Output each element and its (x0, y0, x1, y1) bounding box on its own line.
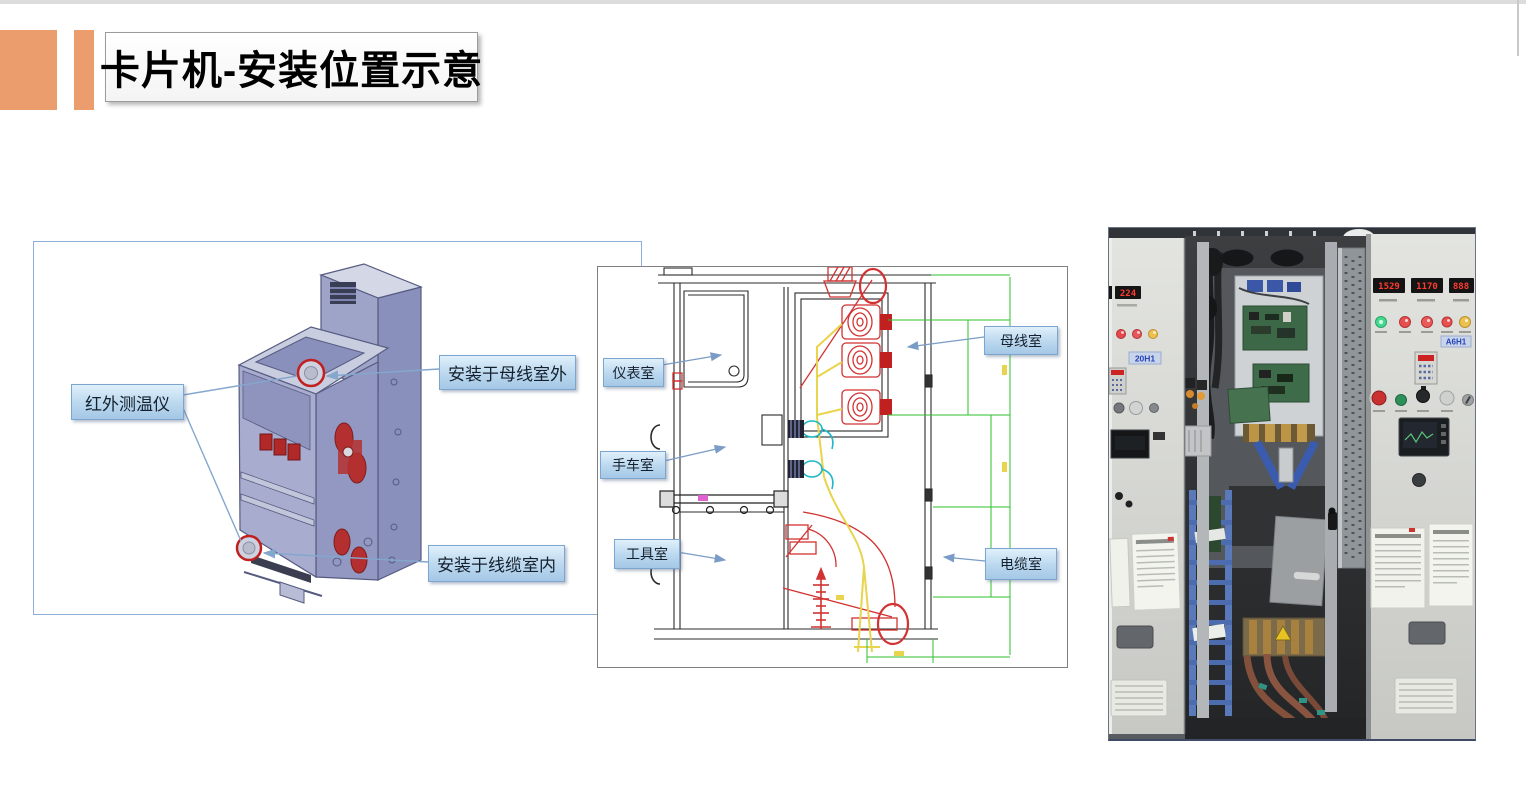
label-install-cable-inside: 安装于线缆室内 (428, 545, 565, 582)
site-photo: 224 20H1 (1108, 227, 1476, 741)
right-name-plate (1408, 621, 1446, 645)
cabinet-3d-drawing (182, 263, 440, 604)
cad-ct-group (841, 304, 892, 425)
left-small-knob (1115, 492, 1123, 500)
screen-edge-artifact (1517, 0, 1519, 56)
perforated-door (1337, 247, 1366, 569)
label-instrument-room-text: 仪表室 (612, 364, 655, 381)
right-control-buttons (1369, 386, 1474, 412)
page-title: 卡片机-安装位置示意 (100, 32, 482, 102)
right-vent (1394, 677, 1458, 715)
label-tool-room-text: 工具室 (626, 546, 668, 562)
left-led-display (1115, 286, 1141, 299)
cad-leader-lines (661, 336, 986, 563)
cad-handcart (659, 490, 789, 515)
left-panel-tag-text: 20H1 (1135, 354, 1156, 364)
label-instrument-room: 仪表室 (603, 358, 664, 387)
right-indicator-lights (1375, 316, 1471, 333)
label-install-busbar-text: 安装于母线室外 (448, 365, 567, 384)
slide-top-strip (0, 0, 1526, 4)
open-cabinet-interior (1184, 236, 1366, 739)
accent-square (0, 30, 57, 110)
cad-red-components (672, 267, 910, 646)
cad-diagram-panel: 仪表室 手车室 工具室 母线室 电缆室 (597, 266, 1068, 668)
pcb-boards (1227, 305, 1310, 424)
cad-insulator (811, 566, 831, 629)
right-led-value-3: 888 (1453, 282, 1469, 292)
right-panel-tag: A6H1 (1440, 335, 1472, 348)
left-3d-diagram-panel: 红外测温仪 安装于母线室外 安装于线缆室内 (33, 241, 642, 615)
cad-circle-bottom (876, 602, 910, 646)
page-title-text: 卡片机-安装位置示意 (99, 49, 484, 93)
left-indicator-lights (1116, 329, 1158, 339)
side-red-cutout-upper (334, 422, 367, 484)
right-cabinet-panel: 1529 1170 888 A6H1 (1366, 234, 1475, 739)
accent-bar (74, 30, 94, 110)
right-led-value-2: 1170 (1416, 282, 1438, 292)
frame-column-right (1325, 242, 1337, 712)
cabinet-side-face (315, 361, 379, 581)
cad-coil-boxes (788, 420, 804, 478)
warning-triangle (1274, 624, 1292, 641)
terminal-block (1242, 617, 1326, 657)
gray-enclosure (1269, 515, 1329, 607)
right-recorder-screen (1398, 417, 1450, 457)
left-panel-tag: 20H1 (1128, 351, 1162, 365)
cad-cyan-components (788, 420, 834, 490)
label-handcart-room: 手车室 (600, 451, 666, 479)
leader-lines (182, 368, 440, 563)
label-cable-room-text: 电缆室 (1000, 556, 1042, 572)
left-cabinet-panel: 224 20H1 (1109, 238, 1186, 734)
label-busbar-room-text: 母线室 (1000, 332, 1042, 349)
label-cable-room: 电缆室 (985, 548, 1057, 580)
copper-busbar (1243, 424, 1315, 442)
hinge-glands (1184, 378, 1212, 457)
cad-circle-top (858, 267, 888, 305)
label-install-busbar-outside: 安装于母线室外 (439, 355, 576, 390)
right-paper-sheets (1370, 523, 1474, 609)
label-infrared-sensor-text: 红外测温仪 (85, 394, 170, 414)
site-photo-render: 224 20H1 (1109, 228, 1475, 739)
left-vent (1110, 679, 1168, 717)
label-infrared-sensor: 红外测温仪 (71, 384, 184, 420)
frame-column-left (1197, 242, 1209, 720)
right-led-value-1: 1529 (1378, 282, 1400, 292)
left-control-knobs (1113, 401, 1159, 415)
label-tool-room: 工具室 (614, 539, 680, 569)
sensor-marker-bottom (235, 534, 263, 562)
label-handcart-room-text: 手车室 (612, 457, 654, 473)
label-busbar-room: 母线室 (984, 326, 1058, 355)
left-screen (1110, 429, 1165, 459)
sensor-marker-top (296, 358, 326, 388)
cabinet-front-face (238, 364, 323, 604)
right-keypad (1414, 351, 1438, 385)
left-name-plate (1116, 625, 1154, 649)
right-panel-tag-text: A6H1 (1446, 338, 1467, 347)
right-knob (1412, 473, 1426, 487)
cad-yellow-cables (816, 323, 1007, 656)
left-paper-sheets (1109, 532, 1181, 611)
left-led-value: 224 (1120, 289, 1137, 299)
left-keypad (1109, 367, 1127, 395)
side-red-cutout-lower (332, 528, 373, 574)
cad-structure (650, 267, 938, 640)
right-led-displays: 1529 1170 888 (1373, 278, 1474, 302)
door-handle (1328, 507, 1337, 530)
blue-rack (1189, 490, 1232, 716)
label-install-cable-text: 安装于线缆室内 (437, 556, 556, 575)
